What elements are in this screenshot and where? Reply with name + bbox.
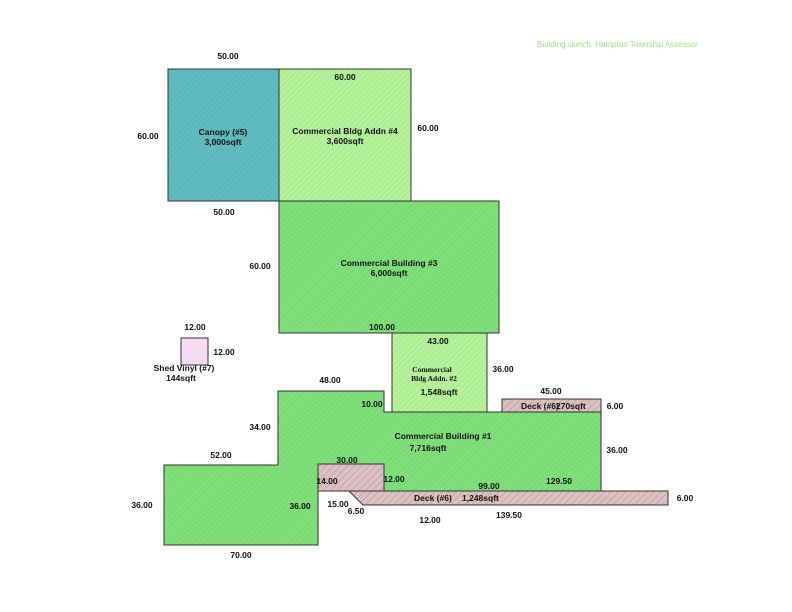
deck-lower-area-value: 1,248sqft xyxy=(462,493,499,503)
dim-bldg1-notch: 10.00 xyxy=(361,399,383,409)
dim-bldg1-right: 36.00 xyxy=(606,445,628,455)
addn4-name: Commercial Bldg Addn #4 xyxy=(292,126,398,136)
dim-bldg1-cut-right: 12.00 xyxy=(383,474,405,484)
bldg3-area: Commercial Building #3 6,000sqft xyxy=(278,200,500,334)
dim-small-650: 6.50 xyxy=(348,506,365,516)
dim-shed-top: 12.00 xyxy=(184,322,206,332)
dim-canopy-left: 60.00 xyxy=(137,131,159,141)
dim-canopy-bottom: 50.00 xyxy=(213,207,235,217)
dim-bldg1-step-top: 52.00 xyxy=(210,450,232,460)
addn2-area-value: 1,548sqft xyxy=(421,387,458,397)
bldg1-name: Commercial Building #1 xyxy=(395,431,492,441)
shed-name: Shed Vinyl (#7) xyxy=(154,363,215,373)
addn2-name-line2: Bldg Addn. #2 xyxy=(411,374,457,383)
bldg1-area: Commercial Building #1 7,716sqft xyxy=(163,390,602,546)
addn2-name-line1: Commercial xyxy=(412,365,451,374)
dim-bldg1-inner-right: 36.00 xyxy=(289,501,311,511)
dim-addn4-top: 60.00 xyxy=(334,72,356,82)
addn2-area: Commercial Bldg Addn. #2 1,548sqft xyxy=(391,332,488,413)
bldg3-name: Commercial Building #3 xyxy=(341,258,438,268)
shed-area-value: 144sqft xyxy=(166,373,196,383)
canopy-area-value: 3,000sqft xyxy=(205,137,242,147)
bldg3-area-value: 6,000sqft xyxy=(371,268,408,278)
addn4-area-value: 3,600sqft xyxy=(327,136,364,146)
dim-deck-lower-bottom: 139.50 xyxy=(496,510,522,520)
deck-upper-area xyxy=(501,398,602,413)
deck-lower-name: Deck (#6) xyxy=(414,493,452,503)
canopy-name: Canopy (#5) xyxy=(199,127,248,137)
addn4-area: Commercial Bldg Addn #4 3,600sqft xyxy=(278,68,412,202)
dim-bldg3-bottom: 100.00 xyxy=(369,322,395,332)
dim-bldg1-right-bottom: 129.50 xyxy=(546,476,572,486)
deck-upper-name: Deck (#6) xyxy=(521,401,559,411)
dim-small-12: 12.00 xyxy=(419,515,441,525)
dim-bldg1-cut-bottom: 99.00 xyxy=(478,481,500,491)
dim-small-15: 15.00 xyxy=(327,499,349,509)
dim-bldg3-left: 60.00 xyxy=(249,261,271,271)
dim-bldg1-cut-top: 30.00 xyxy=(336,455,358,465)
dim-deck-upper-top: 45.00 xyxy=(540,386,562,396)
dim-deck-lower-right: 6.00 xyxy=(677,493,694,503)
dim-bldg1-bottom: 70.00 xyxy=(230,550,252,560)
dim-bldg1-left: 36.00 xyxy=(131,500,153,510)
dim-shed-right: 12.00 xyxy=(213,347,235,357)
dim-addn4-right: 60.00 xyxy=(417,123,439,133)
dim-addn2-top: 43.00 xyxy=(427,336,449,346)
canopy-area: Canopy (#5) 3,000sqft xyxy=(167,68,280,202)
sketch-note: Building sketch, Hampton Township Assess… xyxy=(537,40,698,49)
shed-area: Shed Vinyl (#7) 144sqft xyxy=(154,337,215,383)
dim-bldg1-top: 48.00 xyxy=(319,375,341,385)
dim-bldg1-left-upper: 34.00 xyxy=(249,422,271,432)
deck-lower-area xyxy=(347,490,669,506)
bldg1-area-value: 7,716sqft xyxy=(410,443,447,453)
deck-upper-area-value: 270sqft xyxy=(556,401,586,411)
dim-canopy-top: 50.00 xyxy=(217,51,239,61)
dimension-labels: 50.00 60.00 50.00 60.00 60.00 60.00 100.… xyxy=(131,51,693,560)
shed-shape xyxy=(180,337,209,366)
dim-bldg1-cut-left: 14.00 xyxy=(316,476,338,486)
dim-addn2-right: 36.00 xyxy=(492,364,514,374)
dim-deck-upper-right: 6.00 xyxy=(607,401,624,411)
